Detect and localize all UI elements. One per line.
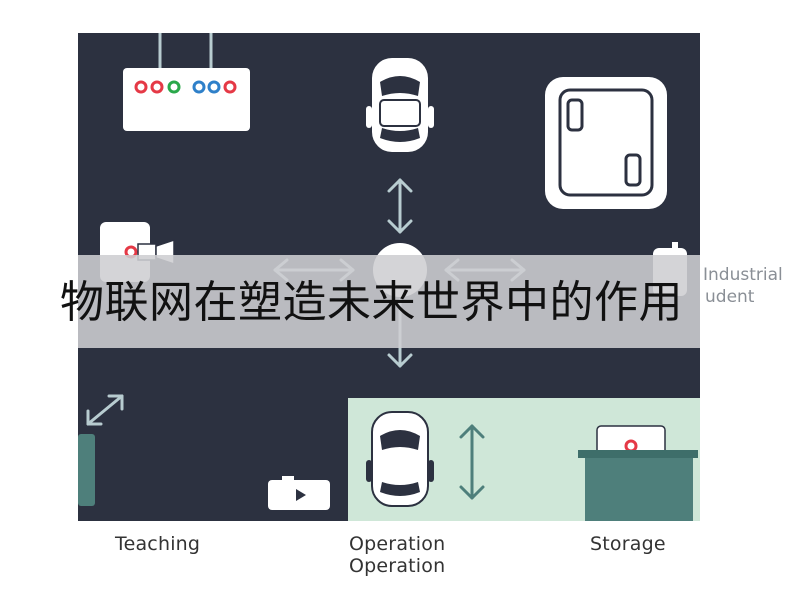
video-screen-icon bbox=[268, 476, 330, 510]
indicator-red-3 bbox=[223, 80, 237, 94]
indicator-red-1 bbox=[134, 80, 148, 94]
zone-label-teaching: Teaching bbox=[115, 533, 201, 555]
storage-counter bbox=[578, 425, 698, 521]
banner-title: 物联网在塑造未来世界中的作用 bbox=[60, 277, 683, 328]
diagonal-arrow bbox=[86, 394, 124, 426]
door-module-icon bbox=[545, 77, 667, 209]
vehicle-bottom-icon bbox=[366, 411, 434, 507]
zone-label-storage: Storage bbox=[590, 533, 666, 555]
watermark-line-2: udent bbox=[705, 287, 755, 307]
indicator-blue-2 bbox=[207, 80, 221, 94]
indicator-blue-1 bbox=[192, 80, 206, 94]
vehicle-top-icon bbox=[366, 58, 434, 152]
title-banner bbox=[78, 255, 700, 348]
control-panel bbox=[123, 33, 250, 131]
zone-label-operation-secondary: Operation bbox=[349, 555, 446, 577]
teaching-bar bbox=[78, 434, 95, 506]
vertical-arrow-top bbox=[387, 178, 413, 234]
vertical-arrow-operation bbox=[459, 424, 485, 500]
panel-body bbox=[123, 68, 250, 131]
zone-label-operation: Operation bbox=[349, 533, 446, 555]
indicator-red-2 bbox=[150, 80, 164, 94]
indicator-green bbox=[167, 80, 181, 94]
watermark-line-1: Industrial bbox=[703, 265, 783, 285]
